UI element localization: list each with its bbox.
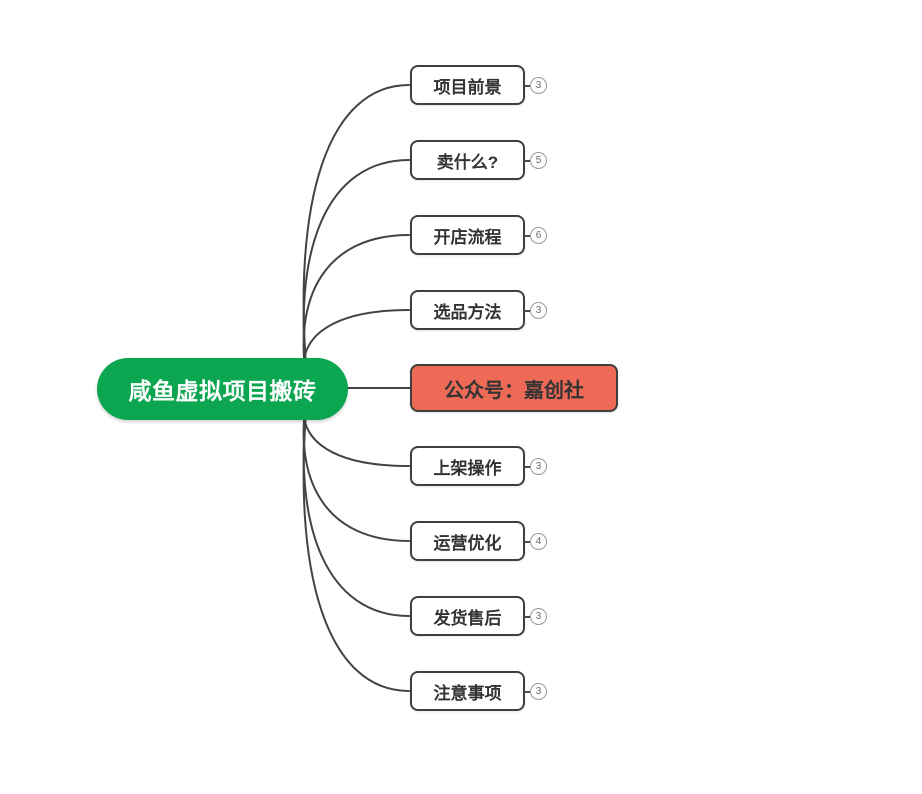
branch-connector-line	[302, 388, 410, 692]
child-count-badge[interactable]: 3	[524, 458, 547, 475]
branch-node-label: 项目前景	[433, 77, 502, 97]
branch-connector-line	[302, 388, 410, 617]
child-count-badge[interactable]: 3	[524, 608, 547, 625]
badge-connector-tick	[524, 690, 530, 693]
root-node-label: 咸鱼虚拟项目搬砖	[128, 378, 317, 404]
branch-node[interactable]: 运营优化	[410, 521, 525, 561]
badge-count-circle: 3	[530, 608, 547, 625]
child-count-badge[interactable]: 6	[524, 227, 547, 244]
branch-node[interactable]: 注意事项	[410, 671, 525, 711]
root-node[interactable]: 咸鱼虚拟项目搬砖	[97, 358, 348, 420]
branch-connector-line	[302, 159, 410, 390]
branch-node[interactable]: 项目前景	[410, 65, 525, 105]
branch-node-label: 卖什么?	[436, 152, 499, 172]
branch-node[interactable]: 卖什么?	[410, 140, 525, 180]
badge-count-circle: 3	[530, 302, 547, 319]
branch-node[interactable]: 上架操作	[410, 446, 525, 486]
child-count-badge[interactable]: 3	[524, 683, 547, 700]
branch-node-label: 运营优化	[433, 533, 502, 553]
branch-node-label: 选品方法	[433, 302, 502, 322]
branch-connector-line	[302, 84, 410, 390]
child-count-badge[interactable]: 3	[524, 77, 547, 94]
badge-count-circle: 3	[530, 458, 547, 475]
child-count-badge[interactable]: 4	[524, 533, 547, 550]
branch-node-label: 注意事项	[433, 683, 502, 703]
badge-count-circle: 3	[530, 683, 547, 700]
child-count-badge[interactable]: 3	[524, 302, 547, 319]
badge-connector-tick	[524, 615, 530, 618]
badge-connector-tick	[524, 309, 530, 312]
branch-node[interactable]: 选品方法	[410, 290, 525, 330]
badge-connector-tick	[524, 465, 530, 468]
branch-node-label: 上架操作	[433, 458, 502, 478]
branch-node[interactable]: 发货售后	[410, 596, 525, 636]
branch-node-label: 发货售后	[433, 608, 502, 628]
branch-node-highlighted[interactable]: 公众号：嘉创社	[410, 364, 618, 412]
badge-count-circle: 6	[530, 227, 547, 244]
badge-connector-tick	[524, 84, 530, 87]
branch-node-label: 开店流程	[433, 227, 502, 247]
badge-connector-tick	[524, 234, 530, 237]
badge-connector-tick	[524, 159, 530, 162]
child-count-badge[interactable]: 5	[524, 152, 547, 169]
badge-count-circle: 5	[530, 152, 547, 169]
branch-node-label: 公众号：嘉创社	[444, 379, 584, 402]
badge-count-circle: 4	[530, 533, 547, 550]
branch-node[interactable]: 开店流程	[410, 215, 525, 255]
badge-connector-tick	[524, 540, 530, 543]
badge-count-circle: 3	[530, 77, 547, 94]
